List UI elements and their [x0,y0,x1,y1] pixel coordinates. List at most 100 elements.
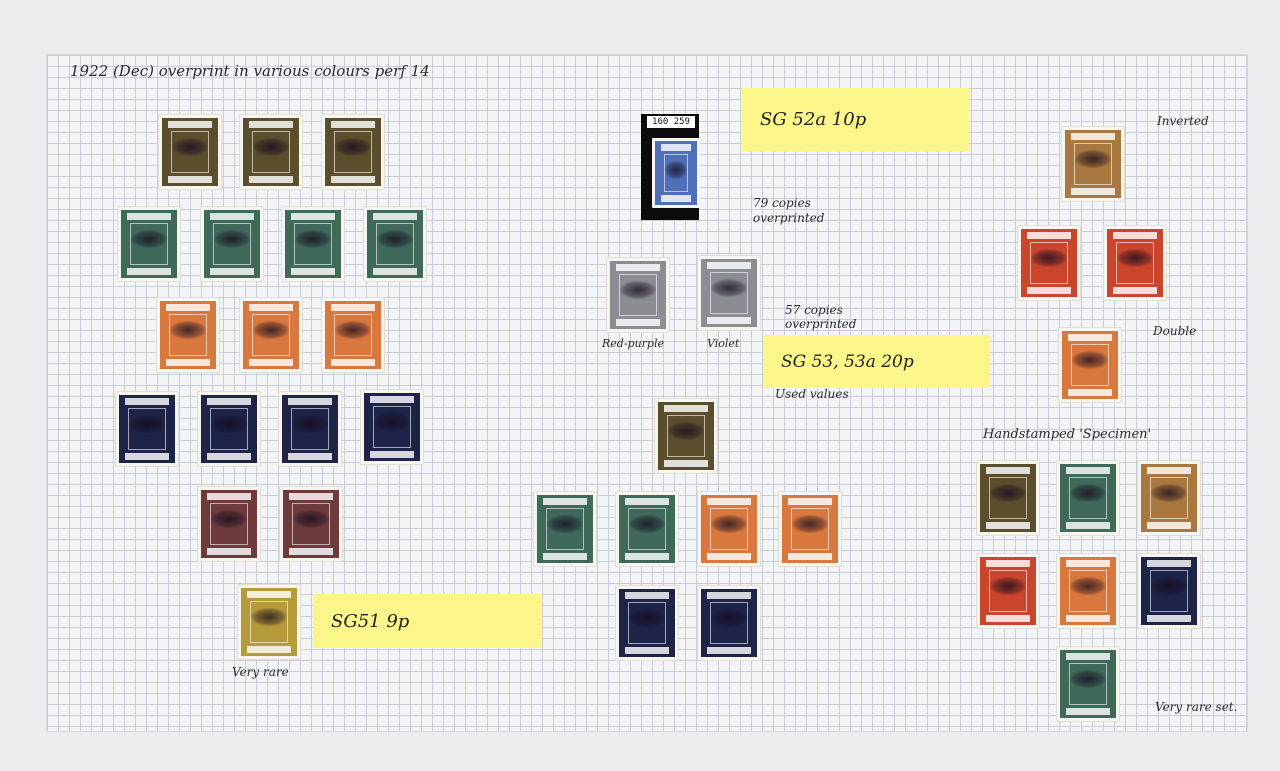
stamp-design [201,490,257,558]
stamp-band [373,268,417,275]
page-heading: 1922 (Dec) overprint in various colours … [70,62,430,80]
stamp-frame [334,314,372,356]
overprint [131,230,167,248]
mount-number: 160 259 [647,116,695,128]
overprint [1072,351,1108,369]
stamp-design [619,589,675,657]
note-sg52a: SG 52a 10p [742,88,969,151]
stamp-design [980,464,1036,532]
stamp-band [127,213,171,220]
stamp-frame [667,415,705,457]
stamp [655,399,717,473]
stamp-band [625,553,669,560]
stamp-band [707,317,751,324]
overprint [1031,249,1067,267]
overprint [629,515,665,533]
stamp-band [1068,389,1112,396]
overprint [129,415,165,433]
stamp-band [210,213,254,220]
stamp [1057,461,1119,535]
stamp-frame [292,503,330,545]
stamp [201,207,263,281]
stamp-design [243,118,299,186]
stamp-band [1147,560,1191,567]
overprint [211,415,247,433]
very-rare-set-label: Very rare set. [1155,700,1238,714]
stamp-design [119,395,175,463]
violet-label: Violet [707,337,740,350]
stamp [198,392,260,466]
stamp-frame [213,223,251,265]
stamp-band [543,553,587,560]
overprint [792,515,828,533]
stamp-band [1066,522,1110,529]
stamp-band [788,498,832,505]
overprint [251,608,287,626]
stamp-design [1141,557,1197,625]
stamp-frame [1150,570,1188,612]
stamp-frame [989,570,1027,612]
stamp-frame [171,131,209,173]
stamp-band [1113,232,1157,239]
stamp-band [616,319,660,326]
stamp-band [1113,287,1157,294]
overprint [990,484,1026,502]
stamp-design [701,259,757,327]
stamp [616,586,678,660]
stamp [1057,554,1119,628]
stamp-frame [252,314,290,356]
stamp-frame [210,503,248,545]
stamp [364,207,426,281]
stamp-band [625,647,669,654]
stamp-band [331,176,375,183]
stamp [698,492,760,566]
stamp-band [1027,287,1071,294]
copies-57-label: 57 copies [785,303,843,317]
stamp-design [1141,464,1197,532]
overprint [620,281,656,299]
stamp-frame [546,508,584,550]
overprint [1117,249,1153,267]
stamp-band [664,405,708,412]
stamp-band [625,592,669,599]
stamp-frame [373,406,411,448]
stamp-frame [250,601,288,643]
note-sg51: SG51 9p [313,594,542,648]
overprint [1075,150,1111,168]
stamp-frame [294,223,332,265]
stamp-frame [169,314,207,356]
stamp [159,115,221,189]
stamp-band [127,268,171,275]
stamp [322,298,384,372]
stamp [1138,461,1200,535]
stamp [1059,328,1121,402]
overprint [711,515,747,533]
stamp-frame [628,508,666,550]
overprint [292,415,328,433]
stamp-band [289,548,333,555]
overprint [335,138,371,156]
stamp-band [125,398,169,405]
stamp-frame [334,131,372,173]
stamp-band [207,398,251,405]
overprint [1151,577,1187,595]
stamp [698,256,760,330]
stamp-design [204,210,260,278]
overprint [1070,484,1106,502]
stamp-band [986,467,1030,474]
stamp-design [285,210,341,278]
stamp-band [168,121,212,128]
overprint [172,138,208,156]
stamp-band [625,498,669,505]
stamp-band [166,359,210,366]
overprint [335,321,371,339]
stamp-band [1066,615,1110,622]
overprint [170,321,206,339]
stamp-frame [619,274,657,316]
overprinted-label-1: overprinted [753,211,825,225]
overprint [295,230,331,248]
stamp-band [1027,232,1071,239]
stamp-band [247,591,291,598]
stamp-design [1021,229,1077,297]
stamp-band [1066,560,1110,567]
